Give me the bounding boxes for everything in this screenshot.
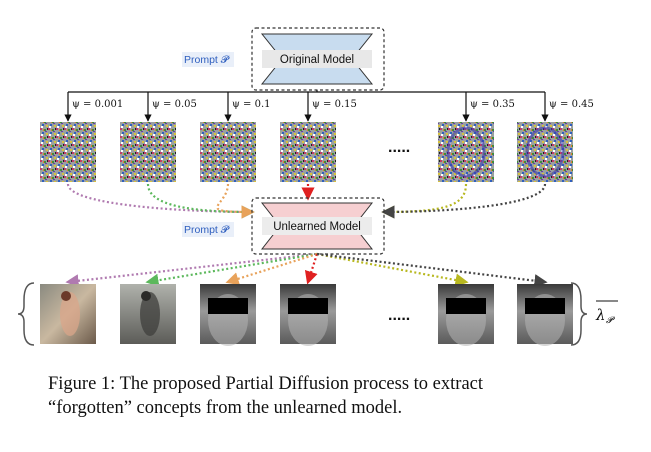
censor-bar [208,298,248,314]
output-image-3 [200,284,256,346]
input-dotted-arrow-5 [381,183,468,219]
arrows-out-of-unlearned-model [65,252,548,288]
top-arrows [64,90,549,122]
caption-line-1: Figure 1: The proposed Partial Diffusion… [48,374,484,394]
input-dotted-arrow-1 [66,183,255,219]
noisy-ellipsis: ..... [388,139,410,156]
output-image-4 [280,284,336,346]
arrows-into-unlearned-model [66,183,547,219]
output-image-1 [40,284,96,344]
noisy-image-5 [438,122,494,182]
figure-caption: Figure 1: The proposed Partial Diffusion… [48,372,618,420]
caption-line-2: “forgotten” concepts from the unlearned … [48,398,403,418]
psi-label-4: ψ = 0.15 [312,99,357,110]
noisy-image-3 [200,122,256,182]
unlearned-prompt-label: Prompt 𝓟 [184,224,231,236]
original-model-label: Original Model [280,54,354,66]
unlearned-prompt-highlight [182,222,234,237]
output-ellipsis: ..... [388,307,410,324]
psi-label-6: ψ = 0.45 [549,99,594,110]
output-dotted-arrow-4 [304,253,319,285]
input-dotted-arrow-2 [146,183,255,219]
left-brace [17,282,35,346]
output-image-5 [438,284,494,346]
unlearned-model-label: Unlearned Model [273,221,361,233]
censor-bar [446,298,486,314]
output-dotted-arrow-1 [65,252,318,288]
output-images [40,284,573,346]
output-dotted-arrow-2 [145,252,318,287]
psi-label-5: ψ = 0.35 [470,99,515,110]
output-dotted-arrow-6 [316,252,548,288]
noisy-image-2 [120,122,176,182]
input-dotted-arrow-6 [381,183,547,219]
original-model-box: Original Model [251,27,385,91]
output-dotted-arrow-3 [225,252,318,286]
original-prompt-label: Prompt 𝓟 [184,54,231,66]
lambda-label: λ [595,306,606,324]
noisy-image-4 [280,122,336,182]
psi-labels: ψ = 0.001 ψ = 0.05 ψ = 0.1 ψ = 0.15 ψ = 0.35… [72,99,594,110]
output-image-6 [517,284,573,346]
input-dotted-arrow-3 [216,183,255,219]
lambda-subscript: 𝓟 [606,316,615,326]
output-dotted-arrow-5 [316,252,469,287]
psi-label-2: ψ = 0.05 [152,99,197,110]
output-image-2 [120,284,176,344]
noisy-image-1 [40,122,96,182]
psi-label-1: ψ = 0.001 [72,99,123,110]
censor-bar [288,298,328,314]
noisy-images [40,122,573,182]
unlearned-model-box: Unlearned Model [251,197,385,255]
original-prompt-highlight [182,52,234,67]
noisy-image-6 [517,122,573,182]
right-brace [570,282,588,346]
psi-label-3: ψ = 0.1 [232,99,270,110]
censor-bar [525,298,565,314]
